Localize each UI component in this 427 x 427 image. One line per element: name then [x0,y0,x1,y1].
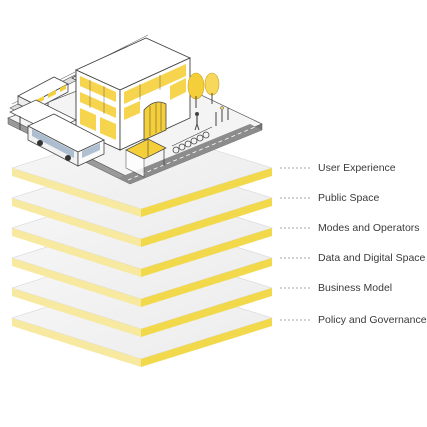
bicycle-rack-icon [171,126,213,154]
pedestrian-icon [194,112,200,131]
label-connectors [280,167,311,321]
city-block [7,34,263,185]
layer-label-business-model: Business Model [318,282,393,294]
bus-shelter-icon [125,138,167,178]
layer-label-data-and-digital-space: Data and Digital Space [318,252,426,264]
layer-label-modes-and-operators: Modes and Operators [318,222,420,234]
street-posts [215,106,229,126]
bus-icon [27,113,105,167]
layer-label-policy-and-governance: Policy and Governance [318,314,427,326]
layer-label-public-space: Public Space [318,192,380,204]
tree-icon [204,72,220,104]
layer-label-user-experience: User Experience [318,162,396,174]
tree-icon [187,72,205,108]
station-building-icon [74,37,192,151]
